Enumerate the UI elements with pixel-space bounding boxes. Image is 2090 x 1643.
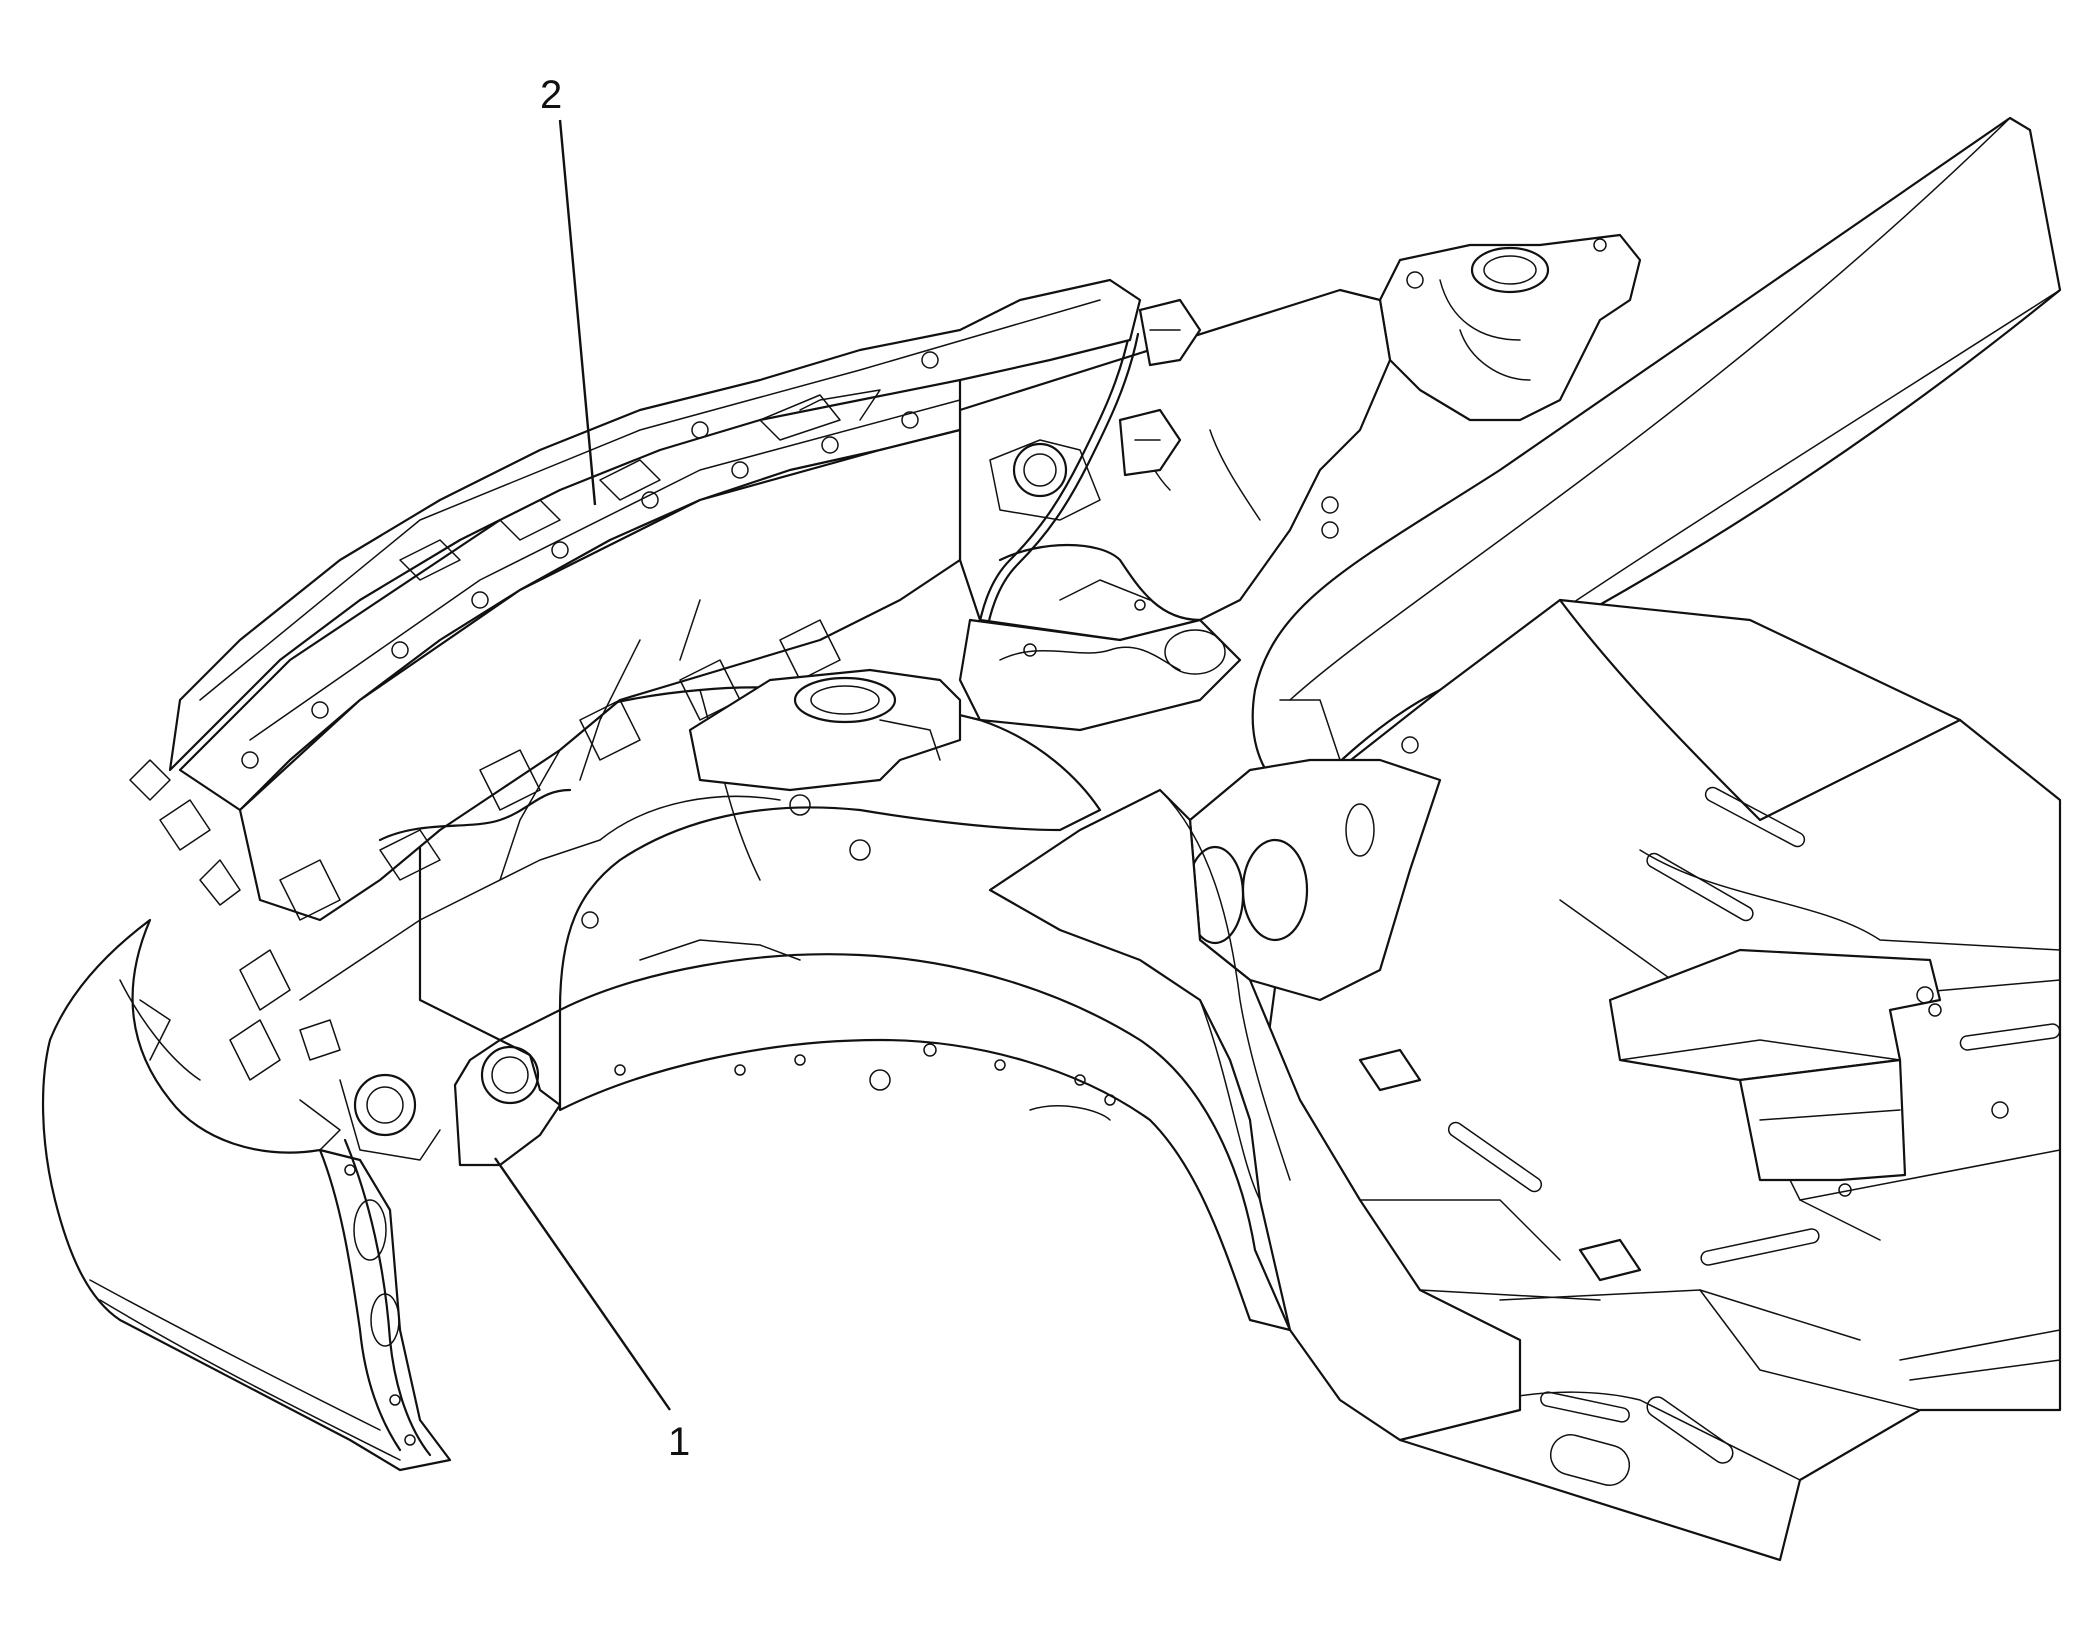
- callout-1-leader: [494, 1157, 671, 1411]
- fascia-support-bracket: [299, 1038, 562, 1167]
- cowl-crossmember: [958, 599, 1242, 732]
- rocker-panel: [988, 788, 1642, 1442]
- callout-2-label: 2: [540, 73, 562, 117]
- upper-tie-bar: [168, 278, 1142, 772]
- bulkhead: [1185, 699, 1442, 1002]
- lower-wheel-arch: [558, 939, 1292, 1332]
- shock-tower: [1378, 233, 1642, 422]
- callout-1-label: 1: [668, 1420, 690, 1464]
- front-fascia: [41, 918, 452, 1472]
- callout-1: 1: [494, 1157, 690, 1464]
- callout-2: 2: [540, 73, 597, 506]
- wiring-harness: [973, 298, 1202, 656]
- tunnel-bracket: [1608, 948, 1942, 1197]
- left-frame-details: [129, 759, 341, 1081]
- callout-2-leader: [558, 119, 597, 506]
- hood-latch-bracket: [688, 668, 962, 816]
- front-frame-structure: [238, 428, 962, 1001]
